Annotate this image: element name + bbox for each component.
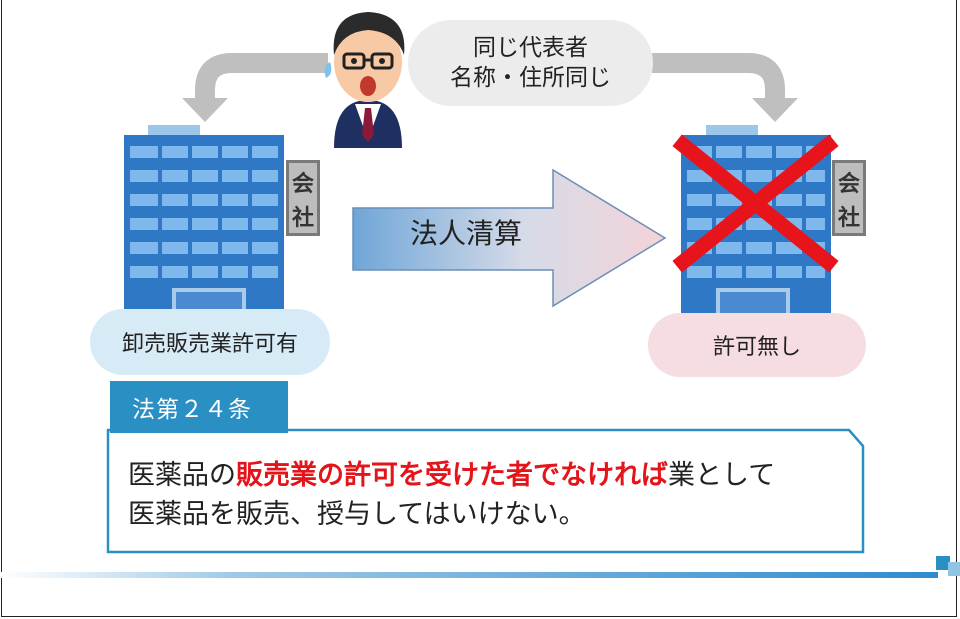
right-sign-char1: 会: [837, 172, 860, 197]
left-curved-arrow: [195, 53, 328, 100]
footer-corner-square-light: [948, 562, 960, 576]
footer-corner-square: [936, 556, 950, 570]
businessman-icon: [324, 12, 405, 148]
right-curved-arrow: [652, 53, 785, 100]
bubble-line1: 同じ代表者: [473, 35, 588, 61]
right-arrow-head: [752, 98, 798, 122]
law-article-tab: 法第２４条: [110, 381, 288, 433]
bubble-line2: 名称・住所同じ: [450, 65, 611, 91]
left-sign-char1: 会: [291, 172, 314, 197]
left-sign-char2: 社: [291, 206, 314, 231]
right-sign-char2: 社: [837, 206, 860, 231]
law-text-part1: 医薬品の: [128, 460, 236, 491]
law-text-part2: 業として: [668, 460, 776, 491]
process-arrow: [352, 168, 667, 308]
representative-bubble: 同じ代表者 名称・住所同じ: [408, 20, 653, 106]
law-text-line1: 医薬品の販売業の許可を受けた者でなければ業として: [128, 456, 848, 495]
red-cross-icon: [672, 134, 839, 273]
process-arrow-label: 法人清算: [410, 217, 523, 250]
law-box: [106, 428, 865, 554]
law-text-emphasis: 販売業の許可を受けた者でなければ: [236, 460, 668, 491]
left-company-label: 卸売販売業許可有: [90, 309, 330, 375]
footer-gradient-line: [0, 572, 938, 578]
law-text: 医薬品の販売業の許可を受けた者でなければ業として 医薬品を販売、授与してはいけな…: [128, 456, 848, 534]
left-building-icon: [124, 125, 320, 315]
left-arrow-head: [182, 98, 228, 122]
right-company-label: 許可無し: [648, 313, 866, 377]
law-text-line2: 医薬品を販売、授与してはいけない。: [128, 499, 586, 530]
